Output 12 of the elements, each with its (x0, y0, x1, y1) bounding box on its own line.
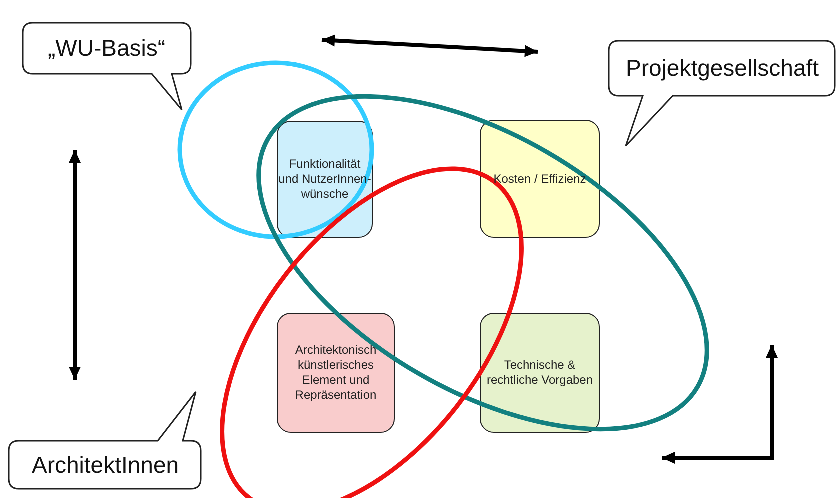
category-box (480, 313, 600, 433)
category-box (277, 121, 373, 238)
speech-bubble (8, 392, 202, 490)
callout-label: „WU-Basis“ (48, 35, 166, 62)
box-label: Architektonisch künstlerisches Element und Repräsentation (294, 343, 378, 403)
callout-label: Projektgesellschaft (626, 55, 820, 82)
box-label: Kosten / Effizienz (494, 172, 586, 186)
category-box (480, 120, 600, 238)
speech-bubble (22, 22, 192, 112)
category-box (277, 313, 395, 433)
box-label: Technische & rechtliche Vorgaben (486, 358, 594, 388)
callout-label: ArchitektInnen (32, 452, 180, 479)
